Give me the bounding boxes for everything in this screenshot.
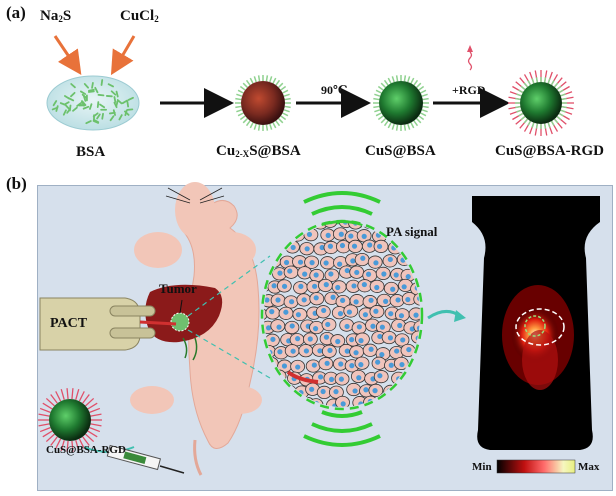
pa-image (472, 196, 600, 450)
panel-a-scheme (46, 35, 574, 136)
pact-probe-icon (39, 297, 177, 351)
scale-min-label: Min (472, 461, 492, 473)
cus-bsa-rgd-nanoparticle (508, 70, 574, 136)
rgd-step-label: +RGD (452, 83, 486, 97)
reagent-cucl2-label: CuCl2 (120, 8, 159, 24)
bsa-solution (46, 75, 140, 131)
bsa-molecules (51, 79, 134, 125)
cu2xs-bsa-label: Cu2-XS@BSA (216, 143, 301, 159)
tumor-cells (264, 223, 420, 407)
heat-step-label: 90℃ (321, 83, 348, 97)
scale-max-label: Max (578, 461, 600, 473)
cus-bsa-nanoparticle (373, 75, 429, 131)
cucl2-arrow (110, 35, 136, 76)
cus-bsa-rgd-label: CuS@BSA-RGD (495, 143, 604, 159)
pa-signal-label: PA signal (386, 224, 438, 239)
reagent-na2s-label: Na2S (40, 8, 72, 24)
probe-nanoparticle (38, 388, 102, 452)
pact-label: PACT (50, 316, 88, 331)
bsa-label: BSA (76, 144, 106, 160)
tumor-zoom-circle (260, 219, 424, 411)
colorbar (496, 459, 576, 474)
cus-bsa-label: CuS@BSA (365, 143, 436, 159)
panel-a-label: (a) (6, 3, 26, 22)
syringe-icon (106, 444, 185, 474)
probe-label: CuS@BSA-RGD (46, 444, 126, 456)
cu2xs-nanoparticle (235, 75, 291, 131)
pa-signal-waves-bottom (303, 410, 381, 447)
rgd-peptide-icon (467, 51, 473, 71)
tumor-label: Tumor (159, 281, 197, 296)
na2s-arrow (53, 35, 82, 75)
panel-b-label: (b) (6, 174, 27, 193)
mouse-illustration (130, 182, 262, 476)
